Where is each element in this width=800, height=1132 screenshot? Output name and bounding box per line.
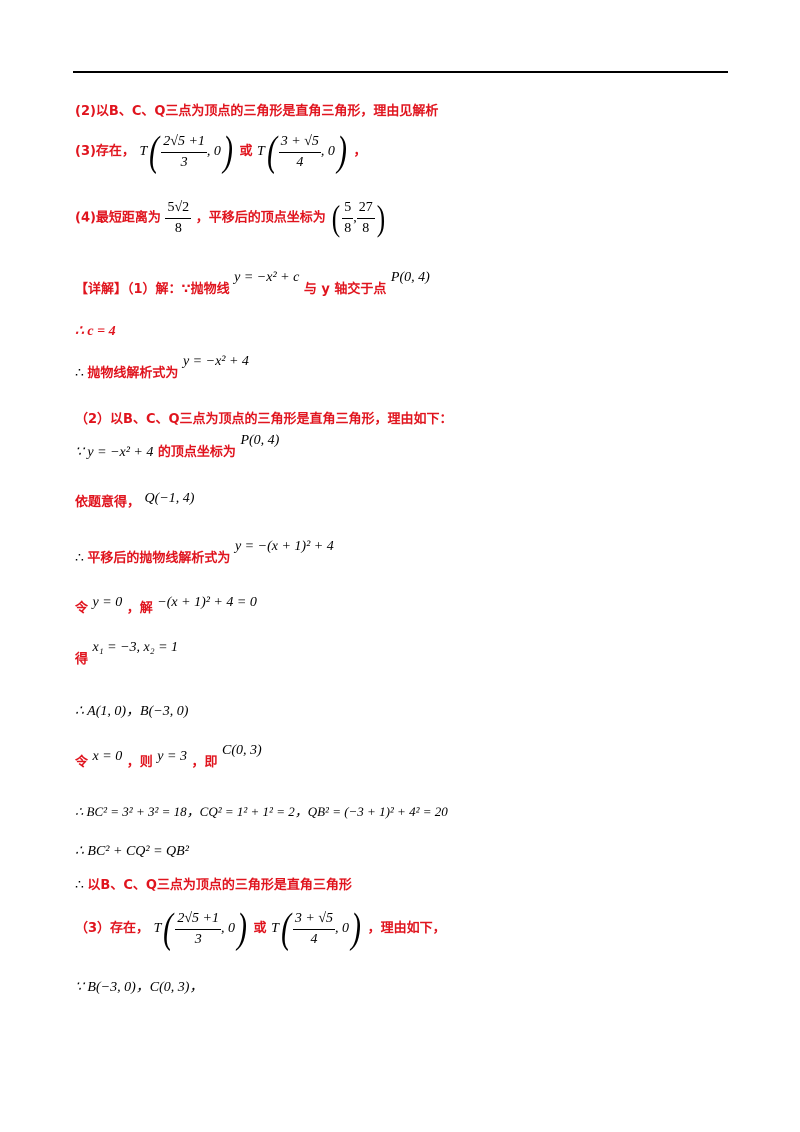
answer-4-prefix: (4)最短距离为 (75, 210, 161, 226)
solution-line-12: ∴ BC² = 3² + 3² = 18，CQ² = 1² + 1² = 2，Q… (75, 804, 448, 819)
t1-denominator: 3 (180, 154, 188, 170)
answer-2: (2)以B、C、Q三点为顶点的三角形是直角三角形，理由见解析 (75, 104, 439, 119)
solution-line-16: ∵ B(−3, 0)，C(0, 3)， (75, 980, 204, 995)
solution-line-13: ∴ BC² + CQ² = QB² (75, 844, 189, 859)
t1-numerator: 2√5 +1 (161, 134, 207, 153)
solution-line-4: （2）以B、C、Q三点为顶点的三角形是直角三角形，理由如下： (75, 412, 453, 427)
answer-3-prefix: (3)存在， (75, 144, 135, 160)
t2-numerator: 3 + √5 (278, 134, 321, 153)
solution-line-14: ∴ 以B、C、Q三点为顶点的三角形是直角三角形 (75, 878, 352, 893)
answer-3-or: 或 (239, 144, 253, 160)
solution-line-7: ∴ 平移后的抛物线解析式为 y = −(x + 1)² + 4 (75, 539, 334, 566)
answer-4-mid: ，平移后的顶点坐标为 (195, 210, 326, 226)
solution-line-9: 得 x₁ = −3, x₂ = 1 (75, 640, 179, 667)
solution-line-10: ∴ A(1, 0)，B(−3, 0) (75, 704, 189, 719)
parabola-eq: y = −x² + c (234, 270, 300, 285)
point-p: P(0, 4) (390, 270, 430, 285)
solution-line-8: 令 y = 0 ，解 −(x + 1)² + 4 = 0 (75, 595, 257, 616)
solution-line-5: ∵ y = −x² + 4 的顶点坐标为 P(0, 4) (75, 433, 280, 460)
solution-label: 【详解】（1）解：∵抛物线 (75, 282, 230, 297)
solution-line-11: 令 x = 0 ，则 y = 3 ，即 C(0, 3) (75, 743, 262, 770)
header-rule (73, 71, 728, 73)
solution-line-2: ∴ c = 4 (75, 324, 116, 339)
solution-line-1: 【详解】（1）解：∵抛物线 y = −x² + c 与 y 轴交于点 P(0, … (75, 270, 430, 298)
solution-line-3: ∴ 抛物线解析式为 y = −x² + 4 (75, 354, 249, 381)
solution-line-1-mid: 与 y 轴交于点 (303, 282, 387, 297)
t2-denominator: 4 (296, 154, 304, 170)
solution-line-6: 依题意得， Q(−1, 4) (75, 491, 195, 510)
answer-3-end: ， (353, 144, 367, 160)
